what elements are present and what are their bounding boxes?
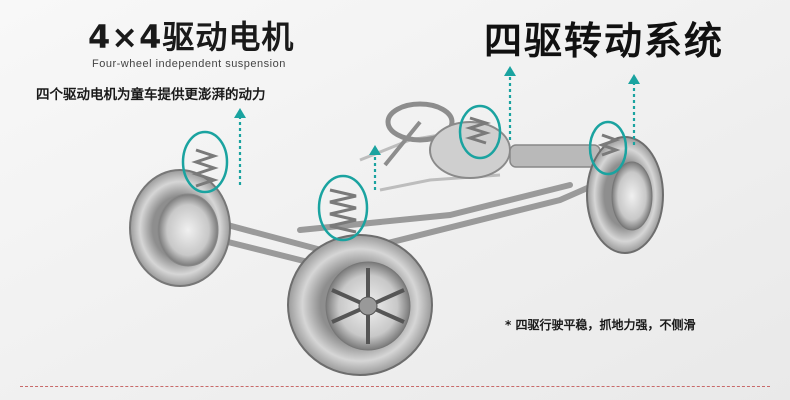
steering-wheel	[383, 101, 455, 167]
subtitle: Four-wheel independent suspension	[92, 58, 286, 70]
motor-caption: 四个驱动电机为童车提供更澎湃的动力	[36, 87, 266, 103]
rear-right-wheel	[586, 136, 664, 254]
front-right-wheel	[287, 234, 433, 376]
divider-line	[20, 386, 770, 387]
system-title: 四驱转动系统	[484, 19, 725, 63]
front-left-wheel	[129, 169, 231, 287]
motor-title: 4×4驱动电机	[88, 18, 295, 56]
suspension-springs	[191, 116, 621, 234]
rear-axle-unit	[429, 121, 601, 179]
stability-note: * 四驱行驶平稳，抓地力强，不侧滑	[505, 318, 696, 332]
motor-highlight-rings	[181, 104, 628, 242]
indicator-arrows	[238, 76, 636, 190]
